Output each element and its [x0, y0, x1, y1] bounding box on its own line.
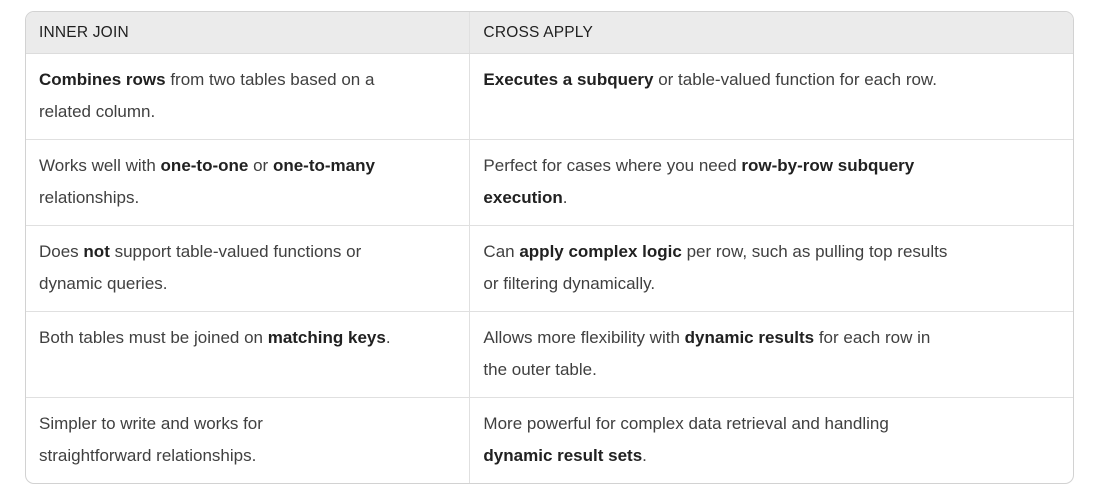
- regular-text: Simpler to write and works for straightf…: [39, 414, 263, 465]
- table-header: INNER JOIN CROSS APPLY: [26, 12, 1073, 54]
- table-cell: Simpler to write and works for straightf…: [26, 397, 470, 483]
- regular-text: More powerful for complex data retrieval…: [483, 414, 889, 433]
- regular-text: per row, such as pulling top results or …: [483, 242, 948, 293]
- bold-text: apply complex logic: [519, 242, 682, 261]
- column-header-inner-join: INNER JOIN: [26, 12, 470, 54]
- regular-text: .: [562, 188, 568, 207]
- regular-text: for each row in the outer table.: [483, 328, 931, 379]
- table-cell: Works well with one-to-one or one-to-man…: [26, 139, 470, 226]
- table-cell: Combines rows from two tables based on a…: [26, 54, 470, 140]
- regular-text: .: [642, 446, 647, 465]
- bold-text: dynamic results: [684, 328, 815, 347]
- regular-text: Works well with: [39, 156, 161, 175]
- regular-text: relationships.: [39, 188, 140, 207]
- bold-text: Executes a subquery: [483, 70, 654, 89]
- bold-text: matching keys: [267, 328, 386, 347]
- table-cell: Executes a subquery or table-valued func…: [469, 53, 1073, 140]
- table-row: Works well with one-to-one or one-to-man…: [26, 139, 1073, 226]
- regular-text: Does: [39, 242, 84, 261]
- regular-text: or table-valued function for each row.: [653, 70, 937, 89]
- regular-text: support table-valued functions or dynami…: [39, 242, 362, 293]
- table-cell: Allows more flexibility with dynamic res…: [469, 311, 1073, 398]
- table-row: Does not support table-valued functions …: [26, 225, 1073, 312]
- regular-text: from two tables based on a related colum…: [39, 70, 375, 121]
- regular-text: or: [248, 156, 273, 175]
- bold-text: Combines rows: [39, 70, 166, 89]
- bold-text: dynamic result sets: [483, 446, 643, 465]
- regular-text: Can: [483, 242, 520, 261]
- bold-text: one-to-many: [272, 156, 375, 175]
- regular-text: Perfect for cases where you need: [483, 156, 742, 175]
- table-cell: Does not support table-valued functions …: [26, 225, 470, 312]
- table-row: Combines rows from two tables based on a…: [26, 53, 1073, 140]
- regular-text: Allows more flexibility with: [483, 328, 685, 347]
- column-header-cross-apply: CROSS APPLY: [469, 12, 1073, 54]
- comparison-table: INNER JOIN CROSS APPLY Combines rows fro…: [26, 12, 1073, 483]
- table-cell: Can apply complex logic per row, such as…: [469, 225, 1073, 312]
- table-row: Simpler to write and works for straightf…: [26, 397, 1073, 483]
- regular-text: Both tables must be joined on: [39, 328, 268, 347]
- table-cell: Perfect for cases where you need row-by-…: [469, 139, 1073, 226]
- table-cell: Both tables must be joined on matching k…: [26, 311, 470, 398]
- table-body: Combines rows from two tables based on a…: [26, 53, 1073, 483]
- table-cell: More powerful for complex data retrieval…: [469, 397, 1073, 483]
- regular-text: .: [385, 328, 391, 347]
- bold-text: one-to-one: [160, 156, 249, 175]
- bold-text: not: [83, 242, 110, 261]
- table-row: Both tables must be joined on matching k…: [26, 311, 1073, 398]
- bold-text: row-by-row subquery execution: [483, 156, 915, 207]
- comparison-table-container: INNER JOIN CROSS APPLY Combines rows fro…: [25, 11, 1074, 484]
- header-row: INNER JOIN CROSS APPLY: [26, 12, 1073, 54]
